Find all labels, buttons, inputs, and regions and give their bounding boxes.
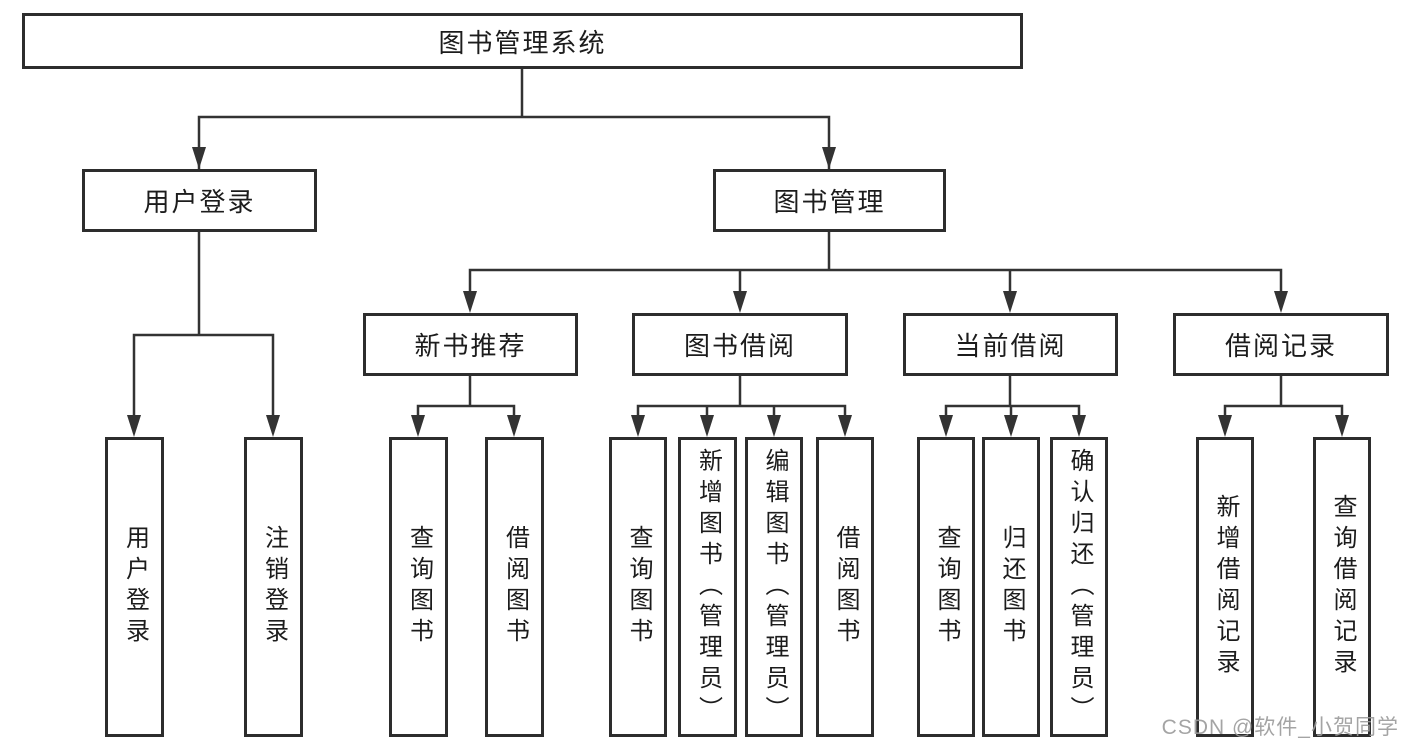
leaf-current-confirm-return-admin: 确认归还（管理员）: [1050, 437, 1108, 737]
connector-lines: [132, 69, 1344, 432]
leaf-label: 编辑图书（管理员）: [761, 447, 788, 727]
arrow-down-icon: [1072, 415, 1086, 437]
arrow-down-icon: [767, 415, 781, 437]
arrow-down-icon: [700, 415, 714, 437]
leaf-label: 查询图书: [625, 525, 652, 649]
leaf-borrow-edit-books-admin: 编辑图书（管理员）: [745, 437, 803, 737]
arrow-down-icon: [192, 147, 206, 169]
leaf-recommend-query-books: 查询图书: [389, 437, 448, 737]
arrow-down-icon: [266, 415, 280, 437]
leaf-label: 借阅图书: [501, 525, 529, 649]
leaf-records-query-borrow-record: 查询借阅记录: [1313, 437, 1371, 737]
node-book-management: 图书管理: [713, 169, 946, 232]
arrowheads: [127, 147, 1349, 437]
node-new-book-recommend: 新书推荐: [363, 313, 578, 376]
leaf-user-login: 用户登录: [105, 437, 164, 737]
leaf-label: 查询图书: [405, 525, 433, 649]
leaf-label: 确认归还（管理员）: [1066, 447, 1093, 727]
leaf-recommend-borrow-books: 借阅图书: [485, 437, 544, 737]
leaf-label: 借阅图书: [832, 525, 859, 649]
arrow-down-icon: [463, 291, 477, 313]
node-borrow-records: 借阅记录: [1173, 313, 1389, 376]
leaf-borrow-query-books: 查询图书: [609, 437, 667, 737]
leaf-current-return-books: 归还图书: [982, 437, 1040, 737]
arrow-down-icon: [838, 415, 852, 437]
arrow-down-icon: [127, 415, 141, 437]
arrow-down-icon: [1218, 415, 1232, 437]
arrow-down-icon: [1274, 291, 1288, 313]
leaf-label: 查询借阅记录: [1329, 494, 1356, 680]
leaf-label: 新增图书（管理员）: [694, 447, 722, 727]
leaf-label: 注销登录: [260, 525, 288, 649]
leaf-borrow-borrow-books: 借阅图书: [816, 437, 874, 737]
arrow-down-icon: [1335, 415, 1349, 437]
arrow-down-icon: [1004, 415, 1018, 437]
node-book-borrow: 图书借阅: [632, 313, 848, 376]
arrow-down-icon: [507, 415, 521, 437]
leaf-borrow-add-books-admin: 新增图书（管理员）: [678, 437, 737, 737]
leaf-label: 新增借阅记录: [1212, 494, 1239, 680]
node-label: 借阅记录: [1224, 331, 1337, 361]
node-library-management-system: 图书管理系统: [22, 13, 1023, 69]
arrow-down-icon: [733, 291, 747, 313]
arrow-down-icon: [631, 415, 645, 437]
node-user-login: 用户登录: [82, 169, 317, 232]
arrow-down-icon: [822, 147, 836, 169]
node-label: 用户登录: [143, 187, 256, 217]
node-label: 当前借阅: [954, 331, 1067, 361]
leaf-logout: 注销登录: [244, 437, 303, 737]
leaf-label: 归还图书: [998, 525, 1025, 649]
node-label: 新书推荐: [414, 331, 527, 361]
node-label: 图书管理: [773, 187, 886, 217]
arrow-down-icon: [939, 415, 953, 437]
node-label: 图书借阅: [683, 331, 796, 361]
node-current-borrow: 当前借阅: [903, 313, 1118, 376]
arrow-down-icon: [411, 415, 425, 437]
leaf-records-add-borrow-record: 新增借阅记录: [1196, 437, 1254, 737]
leaf-current-query-books: 查询图书: [917, 437, 975, 737]
csdn-watermark: CSDN @软件_小贺同学: [1161, 716, 1399, 739]
leaf-label: 查询图书: [933, 525, 960, 649]
node-label: 图书管理系统: [438, 27, 607, 58]
arrow-down-icon: [1003, 291, 1017, 313]
leaf-label: 用户登录: [121, 525, 149, 649]
